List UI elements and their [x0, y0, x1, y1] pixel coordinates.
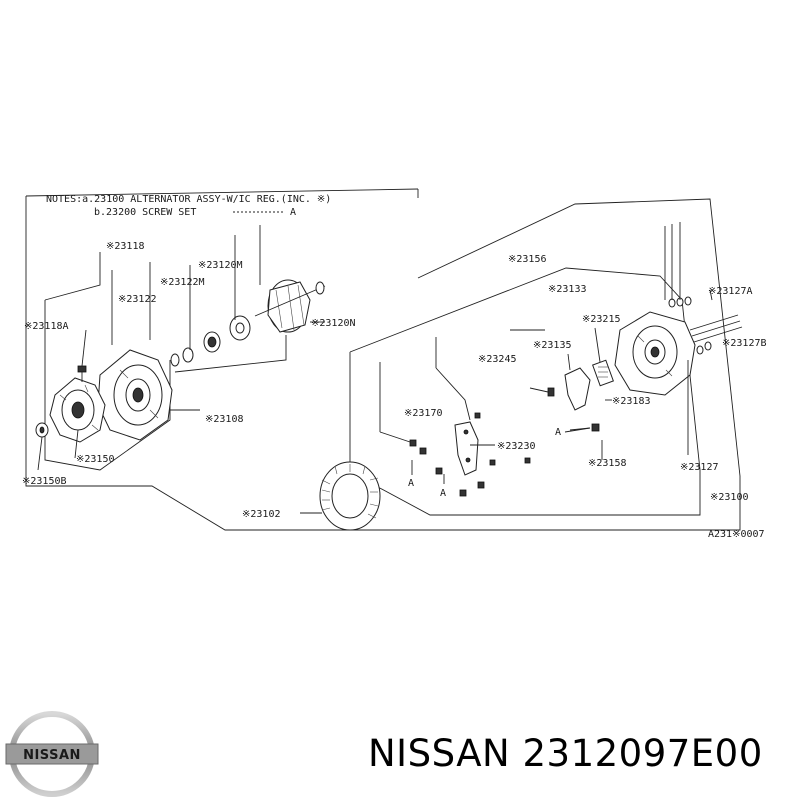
label-23133: ※23133 [548, 284, 586, 295]
leader-23108-b [174, 335, 287, 373]
logo-text: NISSAN [23, 748, 81, 763]
label-23150: ※23150 [76, 454, 114, 465]
note-line-2: b.23200 SCREW SET [94, 207, 196, 218]
figure-code: A231※0007 [708, 529, 765, 540]
ref-a-1: A [408, 478, 414, 489]
label-23122m: ※23122M [160, 277, 205, 288]
label-23118: ※23118 [106, 241, 144, 252]
label-23127a: ※23127A [708, 286, 753, 297]
label-23245: ※23245 [478, 354, 516, 365]
label-23102: ※23102 [242, 509, 280, 520]
label-23215: ※23215 [582, 314, 620, 325]
rotor [254, 279, 326, 333]
label-23230: ※23230 [497, 441, 535, 452]
washers [170, 315, 251, 367]
stator [319, 461, 381, 531]
label-23127: ※23127 [680, 462, 718, 473]
brush-holder-screw [569, 423, 600, 432]
label-23170: ※23170 [404, 408, 442, 419]
label-23118a: ※23118A [24, 321, 69, 332]
leader-23150b [37, 436, 43, 471]
leader-23135 [567, 353, 571, 371]
label-23122: ※23122 [118, 294, 156, 305]
leader-23127a-4 [709, 289, 713, 301]
pulley-fan [49, 377, 106, 443]
label-23100: ※23100 [710, 492, 748, 503]
label-23127b: ※23127B [722, 338, 767, 349]
diode-bracket [454, 421, 479, 476]
rear-cover [614, 311, 696, 396]
note-line-2-ref: A [290, 207, 296, 218]
label-23135: ※23135 [533, 340, 571, 351]
through-bolts [668, 296, 743, 355]
assembly-frame [25, 196, 741, 531]
ref-a-3-line [564, 427, 591, 433]
label-23120m: ※23120M [198, 260, 243, 271]
label-23108: ※23108 [205, 414, 243, 425]
label-23120n: ※23120N [311, 318, 356, 329]
label-23156: ※23156 [508, 254, 546, 265]
leader-23150 [74, 429, 79, 459]
frame-top-edge [25, 188, 419, 197]
ref-a-3: A [555, 427, 561, 438]
note-line-1: NOTES:a.23100 ALTERNATOR ASSY-W/IC REG.(… [46, 194, 331, 205]
label-23183: ※23183 [612, 396, 650, 407]
leader-23118a [81, 329, 87, 367]
front-cover [97, 349, 173, 441]
label-23150b: ※23150B [22, 476, 67, 487]
nissan-logo: NISSAN [4, 708, 100, 800]
ic-regulator [547, 359, 614, 411]
leader-23133-b [435, 367, 471, 421]
label-23158: ※23158 [588, 458, 626, 469]
leader-23215 [594, 327, 601, 363]
leader-23170-b [379, 431, 411, 443]
ref-a-2: A [440, 488, 446, 499]
part-number: NISSAN 2312097E00 [368, 732, 763, 775]
footer: NISSAN NISSAN 2312097E00 [0, 708, 800, 800]
leader-23245 [529, 387, 549, 393]
leader-23118 [44, 252, 101, 301]
front-nut [35, 422, 49, 438]
terminal-screws [409, 412, 531, 497]
